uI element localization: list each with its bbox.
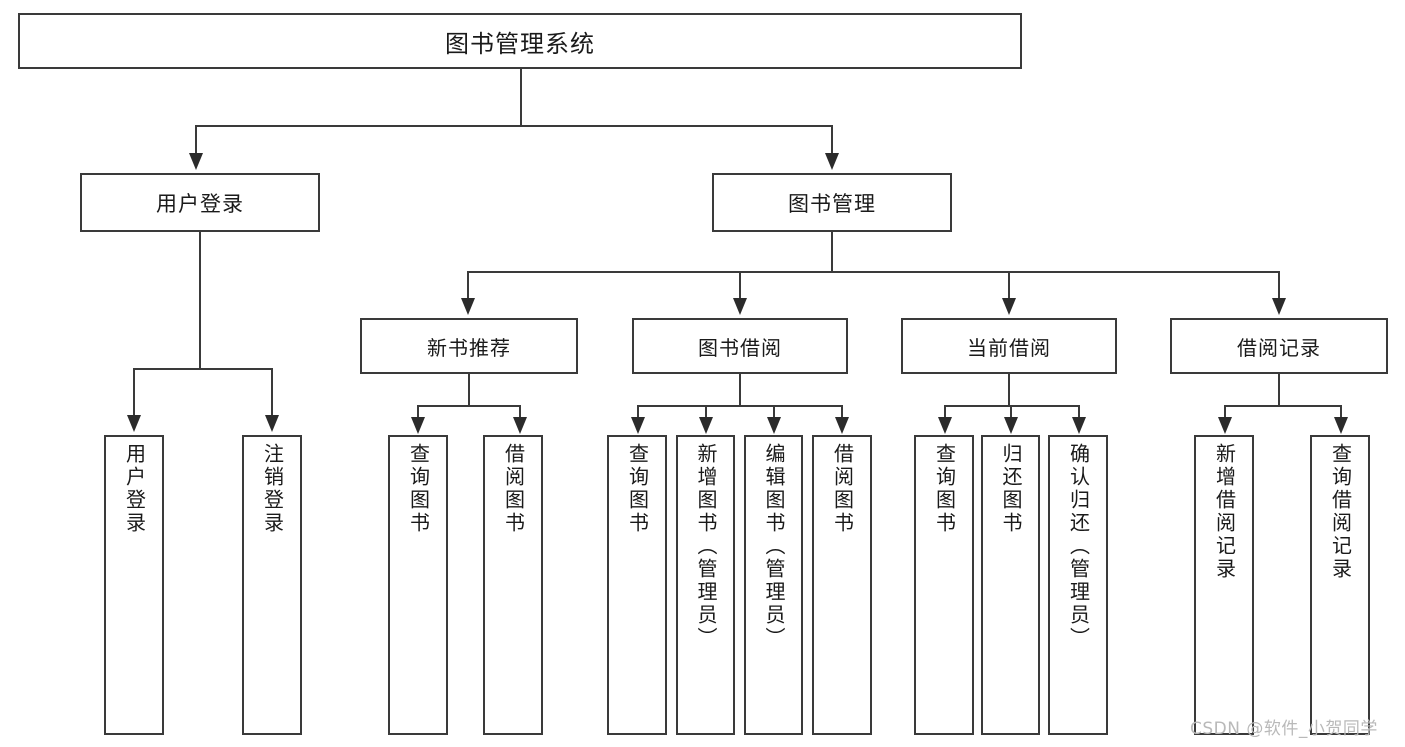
connector-current-borrow-to-leaf-3: [1078, 405, 1080, 418]
connector-bm-to-current-borrow: [1008, 271, 1010, 299]
leaf-label: 查询借阅记录: [1328, 443, 1353, 581]
connector-user-login-stem: [199, 232, 201, 369]
leaf-borrow-book[interactable]: 借阅图书: [812, 435, 872, 735]
arrowhead-user-login-leaf-1: [127, 415, 141, 432]
arrowhead-current-borrow-leaf-1: [938, 417, 952, 434]
arrowhead-root-to-book-management: [825, 153, 839, 170]
leaf-query-book-current[interactable]: 查询图书: [914, 435, 974, 735]
connector-book-borrow-to-leaf-4: [841, 405, 843, 418]
node-current-borrow[interactable]: 当前借阅: [901, 318, 1117, 374]
leaf-label: 新增图书（管理员）: [694, 443, 718, 650]
node-borrow-record[interactable]: 借阅记录: [1170, 318, 1388, 374]
leaf-label: 借阅图书: [830, 443, 855, 535]
connector-root-to-user-login: [195, 125, 197, 153]
arrowhead-new-book-leaf-1: [411, 417, 425, 434]
leaf-label: 注销登录: [260, 443, 285, 535]
leaf-user-login[interactable]: 用户登录: [104, 435, 164, 735]
connector-root-to-book-management: [831, 125, 833, 153]
connector-borrow-record-to-leaf-1: [1224, 405, 1226, 418]
leaf-return-book[interactable]: 归还图书: [981, 435, 1040, 735]
leaf-query-book-borrow[interactable]: 查询图书: [607, 435, 667, 735]
connector-book-borrow-to-leaf-2: [705, 405, 707, 418]
connector-book-borrow-fanbar: [637, 405, 843, 407]
arrowhead-new-book-leaf-2: [513, 417, 527, 434]
leaf-label: 借阅图书: [501, 443, 526, 535]
node-label: 用户登录: [156, 191, 244, 216]
leaf-label: 确认归还（管理员）: [1066, 443, 1091, 650]
node-label: 图书管理: [788, 191, 876, 216]
connector-root-fanbar: [196, 125, 832, 127]
node-label: 图书管理系统: [445, 29, 595, 58]
leaf-add-borrow-record[interactable]: 新增借阅记录: [1194, 435, 1254, 735]
leaf-label: 用户登录: [122, 443, 147, 535]
arrowhead-bm-to-book-borrow: [733, 298, 747, 315]
connector-book-management-stem: [831, 232, 833, 273]
connector-book-management-fanbar: [467, 271, 1279, 273]
connector-book-borrow-stem: [739, 374, 741, 406]
connector-user-login-to-leaf-2: [271, 368, 273, 416]
leaf-query-book-recommend[interactable]: 查询图书: [388, 435, 448, 735]
arrowhead-bm-to-current-borrow: [1002, 298, 1016, 315]
arrowhead-root-to-user-login: [189, 153, 203, 170]
connector-book-borrow-to-leaf-1: [637, 405, 639, 418]
connector-book-borrow-to-leaf-3: [773, 405, 775, 418]
connector-current-borrow-to-leaf-2: [1010, 405, 1012, 418]
leaf-borrow-book-recommend[interactable]: 借阅图书: [483, 435, 543, 735]
connector-borrow-record-stem: [1278, 374, 1280, 406]
connector-current-borrow-to-leaf-1: [944, 405, 946, 418]
connector-bm-to-borrow-record: [1278, 271, 1280, 299]
connector-new-book-stem: [468, 374, 470, 406]
leaf-confirm-return-admin[interactable]: 确认归还（管理员）: [1048, 435, 1108, 735]
leaf-label: 编辑图书（管理员）: [762, 443, 786, 650]
leaf-query-borrow-record[interactable]: 查询借阅记录: [1310, 435, 1370, 735]
node-new-book-recommend[interactable]: 新书推荐: [360, 318, 578, 374]
connector-new-book-to-leaf-2: [519, 405, 521, 418]
node-label: 图书借阅: [698, 335, 782, 360]
leaf-label: 查询图书: [406, 443, 431, 535]
node-label: 当前借阅: [967, 335, 1051, 360]
node-root-book-management-system[interactable]: 图书管理系统: [18, 13, 1022, 69]
connector-user-login-to-leaf-1: [133, 368, 135, 416]
arrowhead-bm-to-new-book: [461, 298, 475, 315]
arrowhead-bm-to-borrow-record: [1272, 298, 1286, 315]
arrowhead-book-borrow-leaf-4: [835, 417, 849, 434]
leaf-label: 查询图书: [625, 443, 650, 535]
leaf-label: 查询图书: [932, 443, 957, 535]
leaf-label: 归还图书: [999, 443, 1023, 535]
connector-root-stem: [520, 69, 522, 126]
connector-borrow-record-to-leaf-2: [1340, 405, 1342, 418]
node-book-borrow[interactable]: 图书借阅: [632, 318, 848, 374]
node-label: 借阅记录: [1237, 335, 1321, 360]
connector-bm-to-book-borrow: [739, 271, 741, 299]
connector-current-borrow-stem: [1008, 374, 1010, 406]
node-user-login[interactable]: 用户登录: [80, 173, 320, 232]
connector-user-login-fanbar: [133, 368, 271, 370]
connector-borrow-record-fanbar: [1224, 405, 1341, 407]
arrowhead-book-borrow-leaf-1: [631, 417, 645, 434]
connector-new-book-fanbar: [417, 405, 520, 407]
leaf-add-book-admin[interactable]: 新增图书（管理员）: [676, 435, 735, 735]
leaf-edit-book-admin[interactable]: 编辑图书（管理员）: [744, 435, 803, 735]
connector-new-book-to-leaf-1: [417, 405, 419, 418]
arrowhead-borrow-record-leaf-2: [1334, 417, 1348, 434]
arrowhead-user-login-leaf-2: [265, 415, 279, 432]
arrowhead-borrow-record-leaf-1: [1218, 417, 1232, 434]
arrowhead-book-borrow-leaf-3: [767, 417, 781, 434]
arrowhead-current-borrow-leaf-3: [1072, 417, 1086, 434]
connector-bm-to-new-book: [467, 271, 469, 299]
leaf-label: 新增借阅记录: [1212, 443, 1237, 581]
node-label: 新书推荐: [427, 335, 511, 360]
arrowhead-current-borrow-leaf-2: [1004, 417, 1018, 434]
node-book-management[interactable]: 图书管理: [712, 173, 952, 232]
arrowhead-book-borrow-leaf-2: [699, 417, 713, 434]
leaf-logout-login[interactable]: 注销登录: [242, 435, 302, 735]
